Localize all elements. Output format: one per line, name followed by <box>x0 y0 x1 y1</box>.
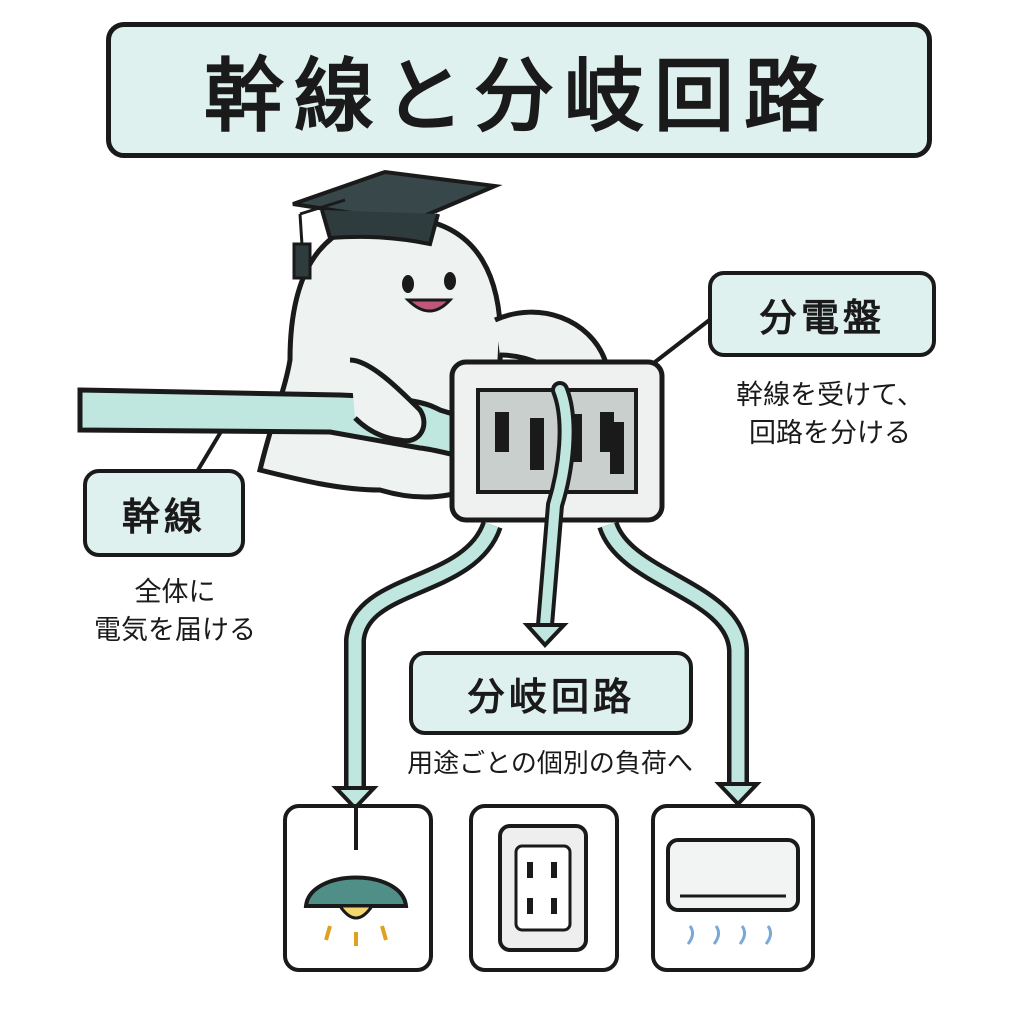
pendant-lamp-icon <box>303 806 409 946</box>
lamp-card <box>283 804 433 972</box>
air-conditioner-icon <box>666 838 800 945</box>
aircon-card <box>651 804 815 972</box>
branch-arrow-middle <box>522 623 569 648</box>
title-banner: 幹線と分岐回路 <box>106 22 932 158</box>
branch-arrow-right <box>714 782 762 807</box>
branch-label-box: 分岐回路 <box>409 651 693 735</box>
branch-label: 分岐回路 <box>466 674 635 719</box>
panel-leader-line <box>653 316 714 364</box>
trunk-note: 全体に 電気を届ける <box>60 574 290 650</box>
mascot-eye-right <box>444 272 456 290</box>
mascot-left-arm <box>349 357 427 444</box>
mascot-mouth <box>404 298 454 313</box>
trunk-note-line1: 全体に <box>134 577 216 608</box>
branch-note: 用途ごとの個別の負荷へ <box>407 749 693 779</box>
panel-note-line1: 幹線を受けて、 <box>736 380 924 411</box>
trunk-label-box: 幹線 <box>83 469 245 557</box>
graduation-cap-icon <box>292 169 503 280</box>
branch-arrow-left <box>331 786 379 811</box>
wall-outlet-icon <box>498 824 588 952</box>
panel-label-box: 分電盤 <box>708 271 936 357</box>
panel-note: 幹線を受けて、 回路を分ける <box>700 377 960 453</box>
branch-wires <box>331 520 762 811</box>
panel-note-line2: 回路を分ける <box>749 418 911 449</box>
outlet-card <box>469 804 619 972</box>
panel-label: 分電盤 <box>758 295 885 340</box>
trunk-note-line2: 電気を届ける <box>94 615 256 646</box>
mascot-eye-left <box>402 275 414 293</box>
page-title: 幹線と分岐回路 <box>204 50 834 143</box>
trunk-label: 幹線 <box>121 494 206 539</box>
